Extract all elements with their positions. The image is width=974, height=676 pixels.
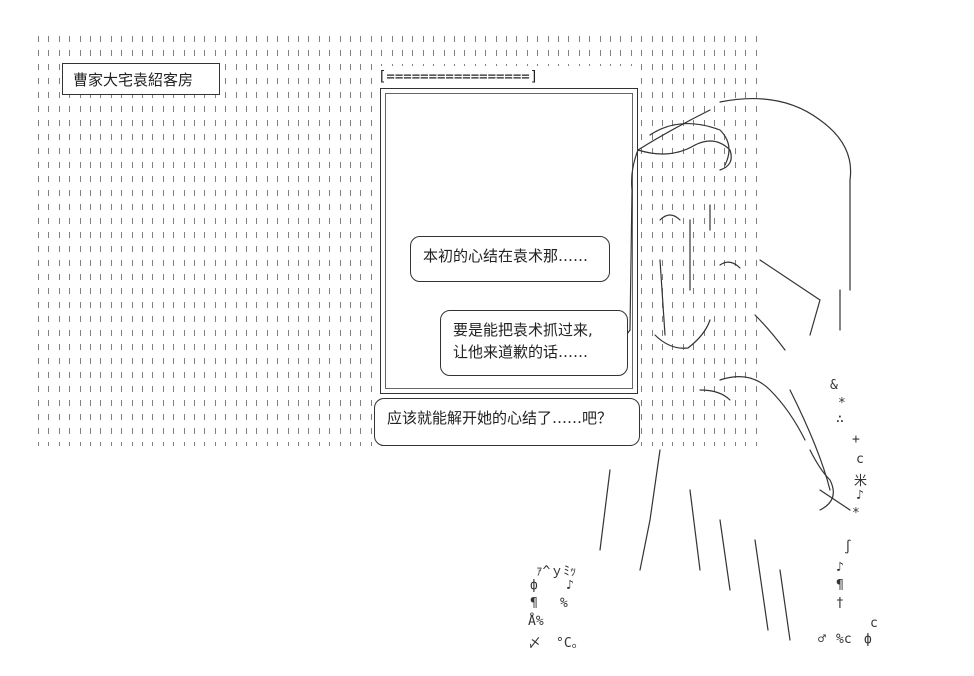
- ascii-mark: 米: [854, 474, 868, 489]
- blind-slat: [672, 36, 674, 446]
- speech-bubble-2: 要是能把袁术抓过来, 让他来道歉的话……: [440, 310, 628, 376]
- ascii-mark: °C。: [556, 636, 585, 651]
- blind-slat: [682, 36, 684, 446]
- ascii-mark: +: [852, 432, 860, 447]
- blind-slat: [755, 36, 757, 446]
- ascii-mark: ♪: [836, 560, 844, 575]
- ascii-mark: %: [560, 596, 568, 611]
- blind-slat: [651, 36, 653, 446]
- blind-slat: [100, 36, 102, 446]
- blind-slat: [173, 36, 175, 446]
- ascii-mark: ♪: [856, 488, 864, 503]
- blind-slat: [194, 36, 195, 446]
- speech-bubble-2-line-1: 要是能把袁术抓过来,: [453, 321, 593, 339]
- ascii-mark: Å%: [528, 614, 544, 629]
- blind-slat: [745, 36, 747, 446]
- ascii-mark: &: [830, 378, 838, 393]
- blind-slat: [734, 36, 736, 446]
- speech-bubble-1: 本初的心结在袁术那……: [410, 236, 610, 282]
- ascii-mark: %c: [836, 632, 852, 647]
- blind-slat: [204, 36, 206, 446]
- ascii-mark: 〆: [528, 636, 542, 651]
- ascii-mark: ф: [530, 578, 538, 593]
- blind-slat: [662, 36, 663, 446]
- blind-slat: [58, 36, 60, 446]
- ascii-mark: ♂: [818, 632, 826, 647]
- blind-slat: [142, 36, 143, 446]
- ascii-mark: ∫: [844, 540, 852, 555]
- location-sign-label: 曹家大宅袁紹客房: [73, 71, 194, 89]
- blind-slat: [339, 36, 341, 446]
- ascii-mark: ♪: [566, 578, 574, 593]
- character-figure: [520, 90, 890, 660]
- blind-slat: [235, 36, 237, 446]
- blind-slat: [121, 36, 123, 446]
- blind-slat: [69, 36, 71, 446]
- ascii-mark: †: [836, 596, 844, 611]
- blind-slat: [246, 36, 247, 446]
- ascii-mark: c: [870, 616, 878, 631]
- ascii-mark: ¶: [836, 578, 844, 593]
- speech-bubble-2-line-2: 让他来道歉的话……: [453, 343, 589, 361]
- blind-slat: [277, 36, 279, 446]
- ascii-mark: *: [838, 396, 846, 411]
- character-outline: [599, 97, 852, 641]
- ascii-mark: ∴: [836, 412, 844, 427]
- blind-slat: [724, 36, 726, 446]
- blind-slat: [714, 36, 715, 446]
- blind-slat: [329, 36, 331, 446]
- blind-slat: [318, 36, 320, 446]
- blind-slat: [266, 36, 268, 446]
- ascii-mark: c: [856, 452, 864, 467]
- blind-slat: [693, 36, 695, 446]
- blind-slat: [287, 36, 289, 446]
- blind-slat: [225, 36, 227, 446]
- speech-bubble-1-line: 本初的心结在袁术那……: [423, 247, 589, 265]
- blind-slat: [48, 36, 50, 446]
- blind-slat: [90, 36, 91, 446]
- blind-slat: [152, 36, 154, 446]
- blind-slat: [370, 36, 372, 446]
- blind-slat: [703, 36, 705, 446]
- blind-slat: [183, 36, 185, 446]
- speech-bubble-3-line: 应该就能解开她的心结了……吧？: [387, 409, 613, 427]
- ascii-mark: ¶: [530, 596, 538, 611]
- ascii-mark: ф: [864, 632, 872, 647]
- speech-bubble-3: 应该就能解开她的心结了……吧？: [374, 398, 640, 446]
- blind-slat: [350, 36, 351, 446]
- blind-slat: [162, 36, 164, 446]
- blind-slat: [79, 36, 81, 446]
- ascii-mark: ｧ^ｙﾐｯ: [536, 564, 577, 579]
- blind-slat: [110, 36, 112, 446]
- screen-frame-top: [=================]: [378, 66, 640, 88]
- location-sign: 曹家大宅袁紹客房: [62, 63, 220, 95]
- blind-slat: [360, 36, 362, 446]
- blind-slat: [308, 36, 310, 446]
- ascii-mark: *: [852, 506, 860, 521]
- blind-slat: [298, 36, 299, 446]
- blind-slat: [641, 36, 643, 446]
- blind-slat: [214, 36, 216, 446]
- blind-slat: [131, 36, 133, 446]
- blind-slat: [256, 36, 258, 446]
- blind-slat: [38, 36, 39, 446]
